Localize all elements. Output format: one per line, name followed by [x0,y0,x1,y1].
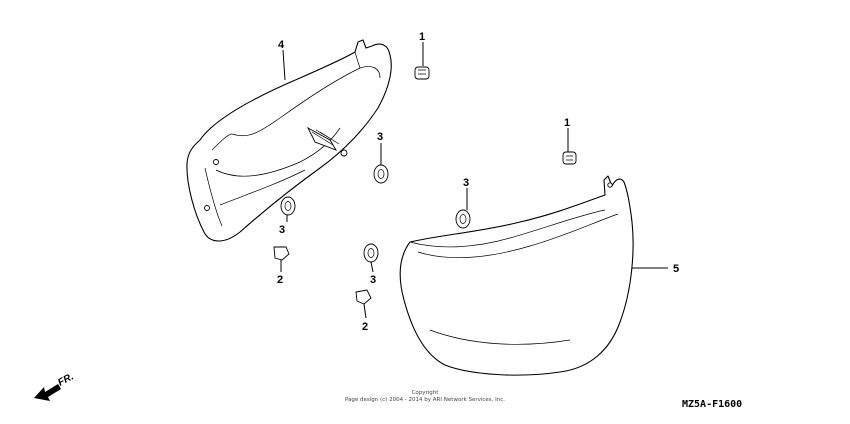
right-side-cover[interactable] [399,175,634,376]
left-side-cover[interactable] [186,39,392,242]
grommet-d[interactable] [363,243,379,263]
callout-3-c: 3 [463,177,469,189]
copyright-line-1: Copyright [412,390,440,396]
callout-5: 5 [673,263,679,275]
callout-3-d: 3 [370,274,376,286]
front-direction-label: FR. [56,371,75,388]
bolt-upper-right[interactable] [562,151,577,165]
callout-1-upper: 1 [419,31,425,43]
callout-4: 4 [278,39,285,51]
leader-lines [280,42,668,319]
grommet-c[interactable] [455,209,471,229]
front-direction-arrow: FR. [34,371,76,401]
callout-2-left: 2 [277,274,283,286]
callout-3-a: 3 [377,131,383,143]
grommet-a[interactable] [373,164,389,184]
grommet-b[interactable] [280,196,296,216]
copyright-line-2: Page design (c) 2004 - 2014 by ARI Netwo… [345,397,505,403]
clip-left[interactable] [273,246,290,261]
bolt-upper-left[interactable] [414,66,430,80]
clip-right[interactable] [355,289,372,305]
callout-2-right: 2 [362,321,368,333]
callout-3-b: 3 [279,224,285,236]
callout-1-right: 1 [564,117,570,129]
diagram-code: MZ5A-F1600 [682,399,742,410]
